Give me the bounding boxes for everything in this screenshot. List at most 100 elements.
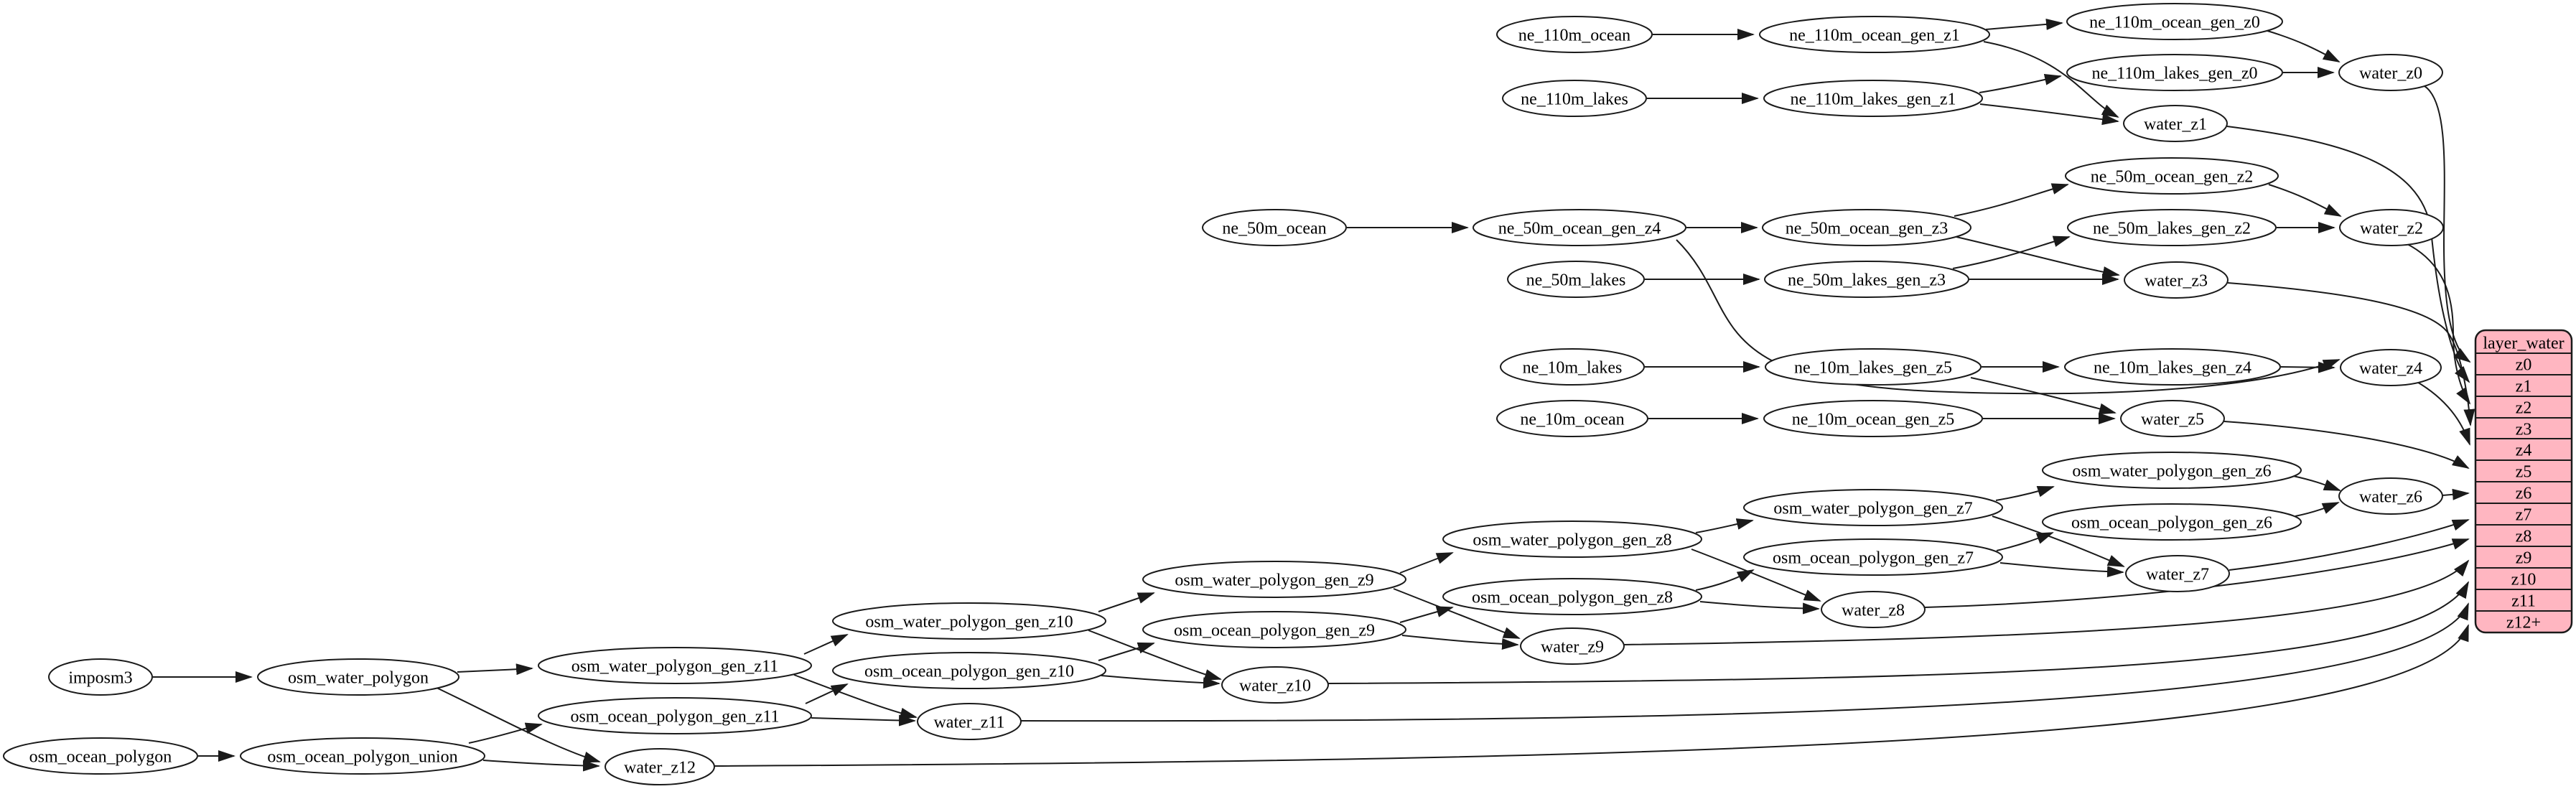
node-label: imposm3 — [68, 668, 132, 687]
node-label: osm_ocean_polygon — [29, 747, 172, 766]
edge-water_z2-to-row_z2 — [2405, 243, 2471, 405]
edge-ne_110m_ocean_gen_z1-to-gen_z0 — [1985, 18, 2063, 30]
node-label: water_z5 — [2141, 410, 2204, 429]
node-label: water_z4 — [2359, 359, 2422, 378]
node-osm_ocean_polygon_gen_z6: osm_ocean_polygon_gen_z6 — [2042, 503, 2302, 541]
node-water_z6: water_z6 — [2338, 477, 2443, 515]
node-label: ne_10m_ocean — [1520, 410, 1624, 429]
edge-wgen_z10-to-wgen_z9 — [1098, 592, 1155, 612]
node-label: water_z2 — [2360, 219, 2423, 238]
edge-union-to-water_z12 — [482, 760, 600, 772]
record-row-z9: z9 — [2516, 548, 2532, 567]
edge-water_z0-to-row_z0 — [2424, 85, 2471, 363]
node-water_z8: water_z8 — [1821, 591, 1926, 628]
edge-ogen_z7-to-ogen_z6 — [1996, 532, 2054, 551]
node-label: osm_water_polygon_gen_z10 — [865, 612, 1073, 631]
record-row-z0: z0 — [2516, 355, 2532, 374]
node-ne_110m_ocean_gen_z0: ne_110m_ocean_gen_z0 — [2066, 3, 2283, 40]
edge-wgen_z7-to-wgen_z6 — [1995, 486, 2055, 501]
edge-ogen_z9-to-water_z9 — [1401, 635, 1519, 650]
edge-ne_50m_ocean_gen_z3-to-gen_z2 — [1954, 183, 2069, 217]
node-water_z4: water_z4 — [2340, 349, 2442, 386]
record-row-z4: z4 — [2516, 441, 2532, 459]
node-label: osm_ocean_polygon_gen_z6 — [2071, 513, 2272, 532]
node-osm_ocean_polygon_union: osm_ocean_polygon_union — [240, 737, 485, 775]
record-title: layer_water — [2483, 334, 2564, 353]
edge-osm_water_polygon-to-water_z12 — [434, 686, 601, 763]
node-label: ne_110m_ocean — [1518, 26, 1630, 45]
edge-ne_110m_ocean_gen_z1-to-water_z1 — [1983, 41, 2119, 118]
node-label: water_z3 — [2145, 271, 2208, 290]
node-water_z3: water_z3 — [2124, 261, 2229, 299]
node-ne_50m_lakes: ne_50m_lakes — [1507, 261, 1645, 298]
edge-osm_water_polygon-to-wgen_z11 — [457, 663, 533, 676]
edge-wgen_z11-to-water_z11 — [793, 674, 918, 719]
node-osm_water_polygon_gen_z7: osm_water_polygon_gen_z7 — [1743, 489, 2003, 526]
node-label: osm_water_polygon_gen_z11 — [571, 657, 778, 676]
node-label: osm_ocean_polygon_gen_z8 — [1472, 588, 1673, 607]
node-ne_10m_ocean: ne_10m_ocean — [1496, 400, 1648, 437]
node-osm_ocean_polygon_gen_z10: osm_ocean_polygon_gen_z10 — [832, 652, 1106, 689]
node-ne_10m_ocean_gen_z5: ne_10m_ocean_gen_z5 — [1763, 400, 1983, 437]
edge-wgen_z9-to-wgen_z8 — [1399, 552, 1454, 574]
node-imposm3: imposm3 — [48, 658, 153, 696]
node-osm_water_polygon_gen_z6: osm_water_polygon_gen_z6 — [2042, 452, 2302, 489]
node-label: ne_50m_lakes_gen_z3 — [1788, 271, 1946, 289]
node-ne_50m_lakes_gen_z2: ne_50m_lakes_gen_z2 — [2067, 209, 2277, 246]
record-row-z11: z11 — [2511, 592, 2536, 610]
node-ne_10m_lakes_gen_z5: ne_10m_lakes_gen_z5 — [1765, 348, 1982, 386]
edge-water_z7-to-row_z7 — [2229, 519, 2470, 571]
node-label: ne_110m_ocean_gen_z0 — [2089, 13, 2260, 32]
node-label: water_z11 — [933, 713, 1004, 732]
node-label: osm_water_polygon_gen_z8 — [1473, 531, 1671, 549]
node-label: water_z12 — [624, 758, 696, 777]
edge-wgen_z8-to-water_z8 — [1691, 548, 1821, 602]
node-label: osm_water_polygon_gen_z7 — [1773, 499, 1972, 518]
edge-union-to-ogen_z11 — [468, 722, 543, 744]
node-osm_ocean_polygon_gen_z11: osm_ocean_polygon_gen_z11 — [538, 697, 812, 734]
node-label: ne_50m_ocean_gen_z2 — [2091, 167, 2254, 186]
node-ne_110m_lakes_gen_z1: ne_110m_lakes_gen_z1 — [1763, 80, 1983, 117]
node-label: water_z9 — [1541, 638, 1604, 656]
record-row-z12: z12+ — [2506, 613, 2541, 632]
node-ne_50m_ocean_gen_z3: ne_50m_ocean_gen_z3 — [1762, 209, 1971, 246]
edge-wgen_z10-to-water_z10 — [1088, 630, 1222, 681]
record-row-z7: z7 — [2516, 505, 2532, 524]
edge-ne_50m_ocean_gen_z3-to-water_z3 — [1956, 236, 2120, 278]
node-label: ne_50m_lakes_gen_z2 — [2093, 219, 2251, 238]
edge-water_z1-to-row_z1 — [2226, 126, 2470, 383]
node-water_z11: water_z11 — [917, 703, 1022, 740]
node-label: ne_50m_ocean_gen_z3 — [1786, 219, 1949, 238]
node-label: ne_10m_lakes_gen_z4 — [2094, 358, 2251, 377]
node-water_z0: water_z0 — [2338, 54, 2443, 91]
node-water_z2: water_z2 — [2339, 209, 2444, 246]
node-osm_water_polygon_gen_z11: osm_water_polygon_gen_z11 — [538, 647, 812, 684]
edge-ogen_z10-to-water_z10 — [1101, 675, 1221, 689]
node-ne_50m_ocean_gen_z2: ne_50m_ocean_gen_z2 — [2065, 157, 2279, 195]
node-osm_water_polygon_gen_z8: osm_water_polygon_gen_z8 — [1442, 520, 1702, 558]
node-ne_110m_lakes: ne_110m_lakes — [1502, 80, 1647, 117]
edge-water_z11-to-row_z11 — [1020, 602, 2469, 722]
node-osm_water_polygon_gen_z9: osm_water_polygon_gen_z9 — [1142, 561, 1406, 598]
node-osm_ocean_polygon: osm_ocean_polygon — [3, 737, 198, 775]
node-label: osm_water_polygon — [288, 668, 429, 687]
edge-ogen_z11-to-water_z11 — [811, 714, 916, 727]
node-label: ne_110m_lakes_gen_z1 — [1790, 90, 1956, 108]
node-label: ne_50m_lakes — [1526, 271, 1626, 289]
edge-ne_50m_ocean_gen_z2-to-water_z2 — [2268, 184, 2342, 217]
node-water_z10: water_z10 — [1221, 666, 1329, 704]
node-water_z12: water_z12 — [605, 748, 715, 785]
edge-ogen_z9-to-ogen_z8 — [1399, 606, 1454, 623]
node-water_z1: water_z1 — [2123, 105, 2228, 142]
node-water_z5: water_z5 — [2120, 400, 2225, 437]
edge-wgen_z6-to-water_z6 — [2292, 475, 2341, 491]
record-row-z5: z5 — [2516, 462, 2532, 481]
record-row-z6: z6 — [2516, 484, 2532, 503]
edge-water_z3-to-row_z3 — [2227, 282, 2475, 426]
node-ne_10m_lakes: ne_10m_lakes — [1500, 348, 1645, 386]
node-label: water_z8 — [1842, 601, 1905, 620]
node-label: ne_10m_ocean_gen_z5 — [1792, 410, 1955, 429]
record-row-z10: z10 — [2511, 570, 2537, 589]
